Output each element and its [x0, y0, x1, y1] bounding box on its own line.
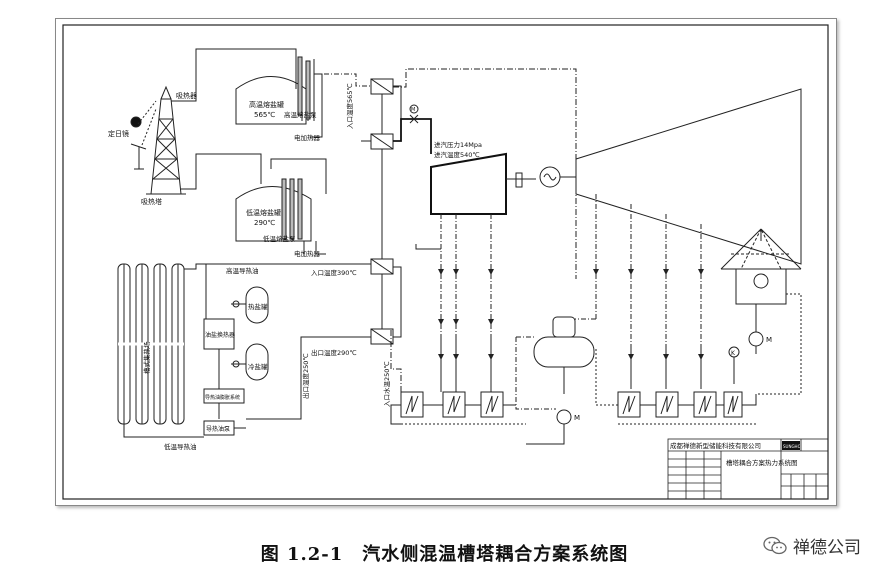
- company-name: 成都禅德新型储能科技有限公司: [670, 441, 761, 450]
- steam-temp-label: 进汽温度540℃: [434, 150, 480, 159]
- hot-salt-dash-pipe: [324, 73, 371, 87]
- watermark: 禅德公司: [763, 533, 861, 558]
- pump-right-m: M: [766, 336, 772, 344]
- hot-oil-label: 高温导热油: [226, 266, 259, 275]
- pump-k: [728, 346, 740, 384]
- oil-hx-label: 油盐换热器: [205, 331, 235, 339]
- feed-pump: [526, 409, 572, 445]
- heater-1-label: 电加热器: [294, 133, 321, 142]
- company-logo-text: SUNGHO: [783, 444, 801, 449]
- outlet-290-label: 出口温度290℃: [311, 348, 357, 357]
- oil-expansion-system: [203, 388, 245, 419]
- thermal-system-diagram: 吸热器 定日镜 吸热塔 高温熔盐罐 565℃ 高温熔盐泵 电加热器 低温熔盐罐 …: [62, 24, 829, 500]
- figure-caption: 图 1.2-1 汽水侧混温槽塔耦合方案系统图: [260, 544, 629, 565]
- trough-field-label: 槽式集热场: [142, 341, 151, 374]
- extraction-lines-right-solid: [630, 349, 702, 389]
- small-cold-salt-tank: [231, 343, 269, 381]
- valve-m-label: M: [411, 107, 415, 113]
- drawing-frame: 吸热器 定日镜 吸热塔 高温熔盐罐 565℃ 高温熔盐泵 电加热器 低温熔盐罐 …: [55, 18, 837, 506]
- lp-feedwater-heaters: [595, 349, 757, 425]
- hot-salt-tank: [235, 51, 323, 138]
- watermark-text: 禅德公司: [793, 538, 861, 558]
- trough-solar-field: [117, 263, 204, 438]
- extraction-lines-left-solid: [440, 339, 492, 389]
- hp-exhaust-line: [415, 244, 441, 250]
- feedwater-return: [390, 329, 402, 392]
- heliostat: [130, 100, 157, 170]
- drawing-title: 槽塔耦合方案热力系统图: [726, 458, 798, 467]
- heater-2-label: 电加热器: [294, 249, 321, 258]
- condenser: [720, 227, 802, 305]
- steam-main-line: [393, 118, 432, 154]
- tower-cold-pipe: [181, 153, 262, 190]
- oil-to-hx-line: [205, 264, 211, 320]
- small-hot-salt-tank: [231, 286, 269, 324]
- heliostat-label: 定日镜: [108, 129, 129, 138]
- extraction-lines-right: [595, 194, 702, 349]
- lp-turbine: [575, 88, 802, 265]
- inlet-250-label: 入口水温250℃: [382, 361, 391, 407]
- oil-pump-label: 导热油泵: [206, 425, 230, 433]
- steam-valve: [409, 104, 419, 124]
- oil-expansion-label: 导热油膨胀系统: [205, 394, 240, 401]
- lower-heat-exchangers: [370, 251, 402, 345]
- steam-pressure-label: 进汽压力14Mpa: [434, 140, 482, 149]
- drawing-border: [62, 24, 829, 500]
- company-logo: [782, 441, 800, 450]
- tower-label: 吸热塔: [141, 197, 162, 206]
- hp-turbine: [430, 152, 507, 215]
- cold-tank-temp: 290℃: [254, 219, 275, 227]
- cold-pump-label: 低温熔盐泵: [263, 234, 296, 243]
- receiver-label: 吸热器: [176, 91, 197, 100]
- generator: [506, 166, 576, 188]
- low-oil-label: 低温导热油: [164, 442, 197, 451]
- feedwater-line-top: [393, 68, 577, 279]
- outlet-250-label: 出口温度250℃: [301, 353, 310, 399]
- deaerator: [533, 316, 595, 394]
- oil-salt-hx: [203, 318, 235, 389]
- wechat-icon: [763, 536, 787, 554]
- title-block: [667, 438, 829, 500]
- cold-tank-label: 低温熔盐罐: [246, 208, 281, 217]
- hp-feedwater-heaters: [390, 389, 526, 425]
- pump-right: [748, 304, 764, 354]
- extraction-arrows-left: [438, 269, 494, 360]
- feed-pump-m: M: [574, 414, 580, 422]
- condensate-line: [756, 293, 802, 395]
- small-hot-salt-label: 热盐罐: [248, 302, 268, 311]
- inlet-565-label: 入口温度565℃: [345, 83, 354, 129]
- hot-tank-temp: 565℃: [254, 111, 275, 119]
- cold-salt-tank: [235, 158, 327, 255]
- extraction-arrows-right: [593, 269, 704, 360]
- hot-tank-label: 高温熔盐罐: [249, 100, 284, 109]
- inlet-390-label: 入口温度390℃: [311, 268, 357, 277]
- upper-heat-exchangers: [361, 78, 402, 251]
- extraction-lines-left: [440, 214, 492, 339]
- deaerator-feed: [515, 318, 596, 410]
- hot-pump-label: 高温熔盐泵: [284, 110, 317, 119]
- solar-tower: [146, 85, 186, 195]
- pump-k-label: K: [731, 350, 736, 357]
- small-cold-salt-label: 冷盐罐: [248, 362, 268, 371]
- oil-pump: [203, 420, 246, 436]
- oil-outlet-line: [246, 336, 371, 420]
